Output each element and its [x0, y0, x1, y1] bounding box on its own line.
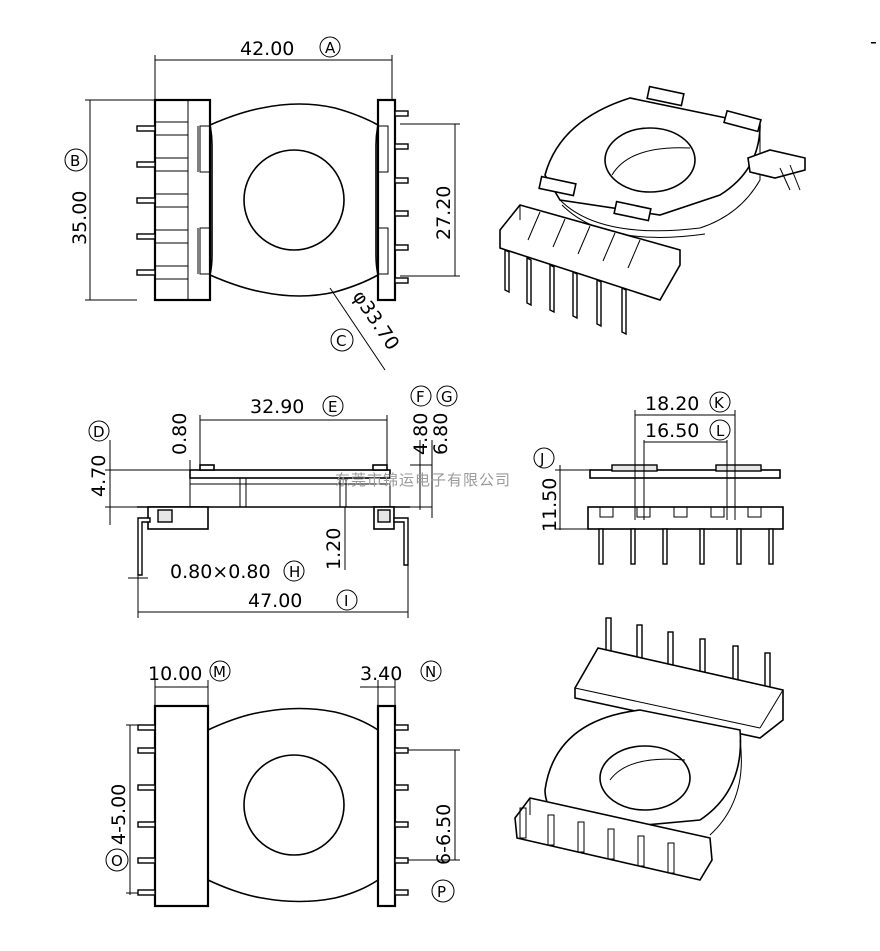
- side-view-right-pin: [393, 517, 409, 566]
- dim-n-letter: N: [425, 663, 436, 681]
- bottom-view-right-pins: [394, 724, 409, 896]
- dim-h-letter: H: [289, 563, 300, 581]
- isometric-bottom-pins-up: [605, 617, 771, 694]
- top-view-left-flange: [153, 98, 212, 302]
- isometric-top-pins: [504, 248, 627, 336]
- bottom-view-left-pins: [137, 724, 156, 896]
- dim-j-value: 11.50: [539, 478, 561, 532]
- dim-g-value: 6.80: [430, 413, 452, 455]
- isometric-bottom-pins-front: [519, 807, 675, 874]
- corner-mark: -: [870, 31, 877, 53]
- dim-o-letter: O: [111, 852, 123, 870]
- top-view-right-pins: [394, 110, 409, 284]
- dim-k-value: 18.20: [645, 393, 699, 415]
- dim-m-letter: M: [213, 663, 226, 681]
- dim-o-value: 4-5.00: [108, 784, 130, 845]
- dim-h-value: 0.80×0.80: [170, 561, 271, 583]
- dim-i-letter: I: [344, 592, 348, 610]
- isometric-view-top: [499, 85, 806, 336]
- dim-i-value: 47.00: [248, 590, 302, 612]
- front-view-pins: [598, 528, 774, 565]
- top-view-right-flange: [376, 98, 397, 302]
- dim-flange-value: 0.80: [169, 413, 191, 455]
- dim-f-value: 4.80: [410, 413, 432, 455]
- isometric-view-bottom: [514, 617, 784, 881]
- top-view-center-hole: [243, 149, 345, 251]
- top-view-left-slots: [155, 121, 188, 280]
- dim-e-value: 32.90: [250, 396, 304, 418]
- dim-n-value: 3.40: [360, 663, 402, 685]
- front-view: 18.20 K 16.50 L J 11.50: [533, 391, 784, 565]
- dim-l-value: 16.50: [645, 420, 699, 442]
- dim-pinstep-value: 1.20: [323, 528, 345, 570]
- dim-b-value: 35.00: [69, 191, 91, 245]
- dim-p-letter: P: [437, 883, 446, 901]
- dim-k-letter: K: [714, 394, 725, 412]
- dim-f-letter: F: [416, 388, 425, 406]
- top-view-body-outline: [209, 103, 379, 297]
- dim-g-letter: G: [441, 388, 453, 406]
- side-view: 32.90 E 0.80 D 4.70 4.80 6.80 F G 1.20 0…: [88, 385, 458, 618]
- watermark: 东莞市锦运电子有限公司: [335, 471, 511, 489]
- dim-l-letter: L: [716, 422, 725, 440]
- dim-j-letter: J: [539, 450, 544, 468]
- top-view: 42.00 A B 35.00 27.20 φ33.70 C: [64, 36, 460, 371]
- bottom-view-left-flange: [153, 704, 210, 908]
- dim-e-letter: E: [328, 398, 337, 416]
- front-view-top-plate: [589, 469, 781, 479]
- side-view-left-block: [147, 506, 209, 530]
- top-view-left-pins: [136, 125, 156, 276]
- bottom-view-center-hole: [243, 754, 345, 856]
- dim-27-value: 27.20: [433, 186, 455, 240]
- bottom-view: 10.00 M 3.40 N 4-5.00 O 6-6.50 P: [105, 660, 460, 908]
- bottom-view-right-flange: [376, 704, 397, 908]
- dim-c-letter: C: [336, 332, 346, 350]
- dim-a-value: 42.00: [240, 38, 294, 60]
- dim-a-letter: A: [325, 39, 336, 57]
- front-view-base: [587, 506, 784, 530]
- dim-p-value: 6-6.50: [433, 804, 455, 865]
- dim-b-letter: B: [70, 152, 80, 170]
- dim-d-value: 4.70: [88, 455, 110, 497]
- dim-d-letter: D: [93, 423, 105, 441]
- dim-m-value: 10.00: [148, 663, 202, 685]
